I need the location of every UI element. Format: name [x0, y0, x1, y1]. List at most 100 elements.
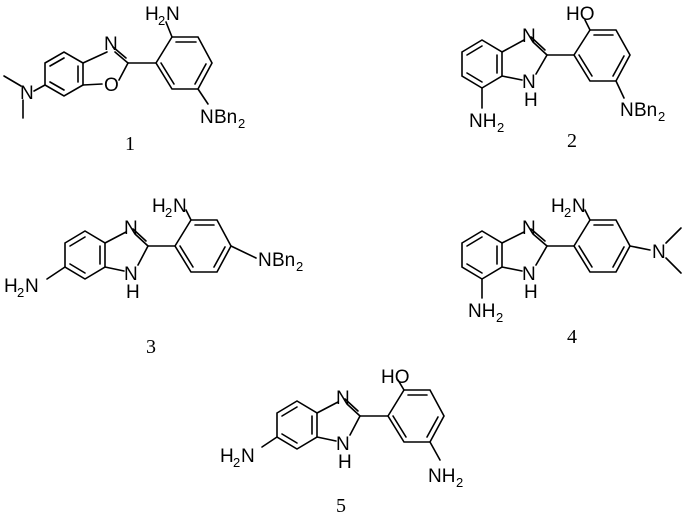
- dibenzylamino-bn: Bn: [214, 107, 237, 128]
- dibenzylamino-bn: Bn: [272, 250, 295, 271]
- bond: [165, 21, 173, 38]
- bond: [118, 62, 129, 81]
- amine-h: H: [551, 196, 565, 217]
- bond: [134, 233, 149, 247]
- bond: [584, 19, 591, 31]
- benzene-ring: [64, 230, 106, 280]
- bottom-amine-sub: 2: [496, 310, 503, 325]
- ring-o: O: [104, 75, 119, 96]
- double-bond: [578, 54, 593, 77]
- left-amine-n: N: [25, 276, 39, 297]
- bond: [429, 441, 441, 461]
- ring-nh-n: N: [522, 72, 536, 93]
- ring-nh-h: H: [126, 282, 140, 303]
- aryl-ring: [155, 36, 213, 90]
- ring-nh-h: H: [524, 282, 538, 303]
- bond: [82, 51, 108, 64]
- bond: [46, 266, 66, 280]
- compound-4: H 2 N N N H NH 2 N 4: [461, 196, 682, 348]
- benzene-ring: [461, 230, 503, 280]
- bond: [532, 41, 548, 56]
- bond: [535, 54, 548, 75]
- left-amine-sub: 2: [17, 285, 24, 300]
- compound-number: 2: [567, 130, 577, 152]
- ring-n: N: [522, 218, 536, 239]
- compound-number: 3: [146, 336, 156, 358]
- benzene-ring: [461, 39, 503, 89]
- double-bond: [612, 246, 625, 268]
- double-bond: [578, 245, 593, 268]
- ring-nh-n: N: [336, 434, 350, 455]
- bond: [261, 436, 278, 448]
- hydroxyl: HO: [381, 367, 410, 388]
- bond: [316, 401, 339, 414]
- double-bond: [466, 72, 483, 83]
- compound-number: 1: [125, 133, 135, 155]
- dimethylamino-n: N: [20, 83, 34, 104]
- dibenzylamino-sub: 2: [296, 259, 303, 274]
- double-bond: [344, 398, 359, 412]
- bond: [501, 266, 523, 272]
- dimethylamino-n: N: [652, 242, 666, 263]
- double-bond: [69, 263, 86, 274]
- ring-n: N: [522, 26, 536, 47]
- left-amine-sub: 2: [233, 455, 240, 470]
- double-bond: [194, 63, 207, 85]
- bond: [316, 436, 337, 442]
- bond: [33, 84, 46, 92]
- bond: [584, 209, 591, 221]
- double-bond: [426, 416, 439, 438]
- bond: [532, 233, 548, 247]
- bond: [137, 245, 149, 266]
- amine-sub: 2: [497, 120, 504, 135]
- double-bond: [49, 57, 65, 67]
- aryl-ring: [573, 219, 631, 273]
- double-bond: [281, 406, 298, 417]
- amine-h: H: [145, 4, 159, 25]
- ring-nh-n: N: [522, 264, 536, 285]
- benzene-ring: [276, 400, 318, 450]
- bond: [114, 51, 129, 64]
- double-bond: [132, 228, 147, 242]
- ring-n: N: [336, 388, 350, 409]
- bond: [397, 379, 405, 391]
- amine-sub: 2: [456, 475, 463, 490]
- dibenzylamino-bn: Bn: [634, 100, 657, 121]
- amine-sub: 2: [165, 205, 172, 220]
- amine-n: N: [572, 196, 586, 217]
- amine-sub: 2: [158, 13, 165, 28]
- compound-number: 5: [336, 495, 346, 517]
- methyl-bond: [665, 227, 682, 244]
- dibenzylamino-sub: 2: [238, 116, 245, 131]
- double-bond: [466, 45, 483, 56]
- bond: [185, 209, 192, 221]
- bond: [501, 75, 523, 81]
- double-bond: [612, 55, 625, 77]
- amine-n: N: [166, 4, 180, 25]
- compound-5: HO N N H H 2 N NH 2 5: [220, 367, 463, 517]
- hydroxyl: HO: [566, 4, 595, 25]
- bond: [615, 80, 625, 99]
- double-bond: [179, 245, 194, 268]
- ring-nh-n: N: [124, 264, 138, 285]
- double-bond: [466, 236, 483, 247]
- bond: [535, 245, 548, 266]
- dibenzylamino-n: N: [200, 107, 214, 128]
- double-bond: [281, 433, 298, 444]
- bond: [501, 231, 525, 244]
- bond: [501, 39, 525, 53]
- methyl-bond: [665, 257, 682, 274]
- compound-3: H 2 N N N H H 2 N N Bn 2 3: [4, 196, 303, 358]
- double-bond: [112, 46, 127, 59]
- ring-n: N: [124, 218, 138, 239]
- left-amine-h: H: [220, 446, 234, 467]
- amine-nh: NH: [428, 466, 455, 487]
- aryl-ring: [174, 219, 232, 273]
- amine-n: N: [173, 196, 187, 217]
- bond: [197, 88, 209, 105]
- double-bond: [213, 246, 226, 268]
- bottom-amine-nh: NH: [468, 301, 495, 322]
- left-amine-h: H: [4, 276, 18, 297]
